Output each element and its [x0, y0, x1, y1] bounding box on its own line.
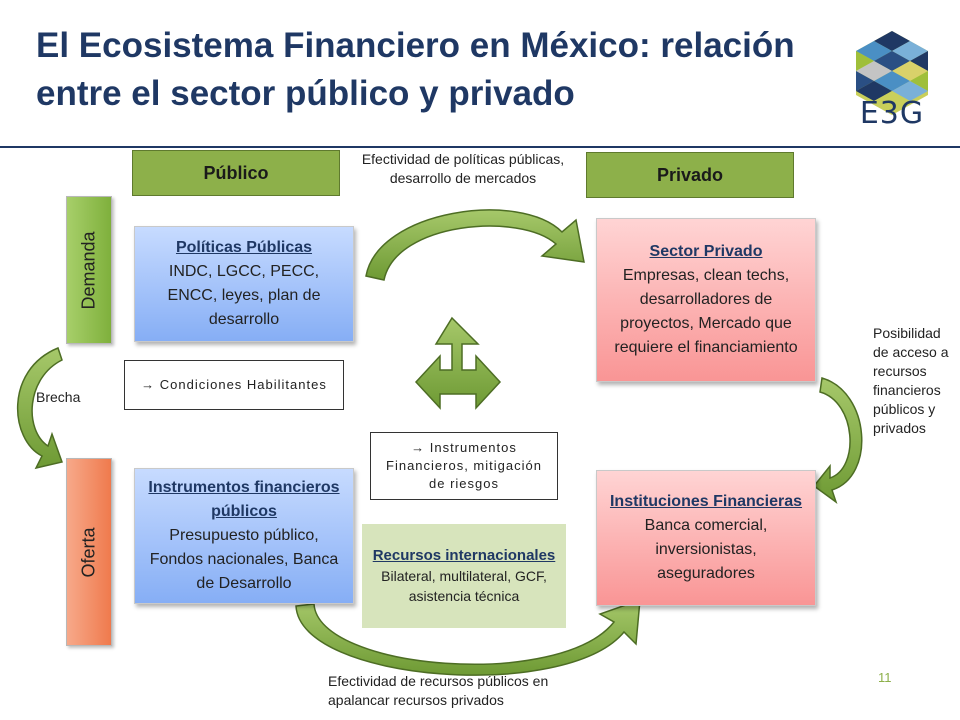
instituciones-financieras-body: Banca comercial, inversionistas, asegura…: [644, 517, 768, 582]
header-publico-label: Público: [203, 162, 269, 183]
header-privado-label: Privado: [656, 164, 724, 185]
e3g-logo-icon: [856, 31, 928, 115]
oferta-bar: Oferta: [66, 458, 112, 646]
condiciones-habilitantes-text: → Condiciones Habilitantes: [141, 377, 327, 392]
slide-title-line1: El Ecosistema Financiero en México: rela…: [36, 26, 795, 65]
instrumentos-publicos-box: Instrumentos financieros públicos Presup…: [134, 468, 354, 604]
right-curved-arrow: [812, 377, 863, 504]
politicas-publicas-body: INDC, LGCC, PECC, ENCC, leyes, plan de d…: [167, 263, 321, 328]
slide-title: El Ecosistema Financiero en México: rela…: [36, 22, 836, 118]
top-arrow-label: Efectividad de políticas públicas, desar…: [361, 151, 565, 186]
bottom-arrow-label: Efectividad de recursos públicos en apal…: [328, 673, 549, 708]
recursos-internacionales-body: Bilateral, multilateral, GCF, asistencia…: [381, 568, 547, 604]
demanda-label: Demanda: [78, 230, 99, 310]
instrumentos-publicos-body: Presupuesto público, Fondos nacionales, …: [149, 527, 339, 592]
slide-title-line2: entre el sector público y privado: [36, 74, 575, 113]
title-divider: [0, 146, 960, 148]
top-curved-arrow: [365, 209, 585, 281]
politicas-publicas-head: Políticas Públicas: [175, 239, 313, 256]
brecha-curved-arrow: [16, 347, 63, 470]
logo-text: E3G: [859, 96, 925, 131]
recursos-internacionales-box: Recursos internacionales Bilateral, mult…: [362, 524, 566, 628]
sector-privado-box: Sector Privado Empresas, clean techs, de…: [596, 218, 816, 382]
demanda-bar: Demanda: [66, 196, 112, 344]
header-privado: Privado: [586, 152, 794, 198]
page-number: 11: [878, 670, 892, 685]
instrumentos-financieros-text: → Instrumentos Financieros, mitigación d…: [386, 440, 542, 491]
header-publico: Público: [132, 150, 340, 196]
brecha-label: Brecha: [36, 389, 81, 405]
instituciones-financieras-box: Instituciones Financieras Banca comercia…: [596, 470, 816, 606]
instituciones-financieras-head: Instituciones Financieras: [609, 493, 803, 510]
instrumentos-publicos-head: Instrumentos financieros públicos: [148, 479, 340, 520]
instrumentos-financieros-note: → Instrumentos Financieros, mitigación d…: [370, 432, 558, 500]
three-way-arrow: [414, 316, 502, 410]
right-arrow-label: Posibilidad de acceso a recursos financi…: [873, 325, 949, 436]
sector-privado-body: Empresas, clean techs, desarrolladores d…: [614, 267, 798, 356]
oferta-label: Oferta: [78, 526, 99, 578]
recursos-internacionales-head: Recursos internacionales: [372, 547, 556, 564]
politicas-publicas-box: Políticas Públicas INDC, LGCC, PECC, ENC…: [134, 226, 354, 342]
bottom-curved-arrow: [295, 598, 641, 676]
sector-privado-head: Sector Privado: [649, 243, 763, 260]
condiciones-habilitantes-note: → Condiciones Habilitantes: [124, 360, 344, 410]
